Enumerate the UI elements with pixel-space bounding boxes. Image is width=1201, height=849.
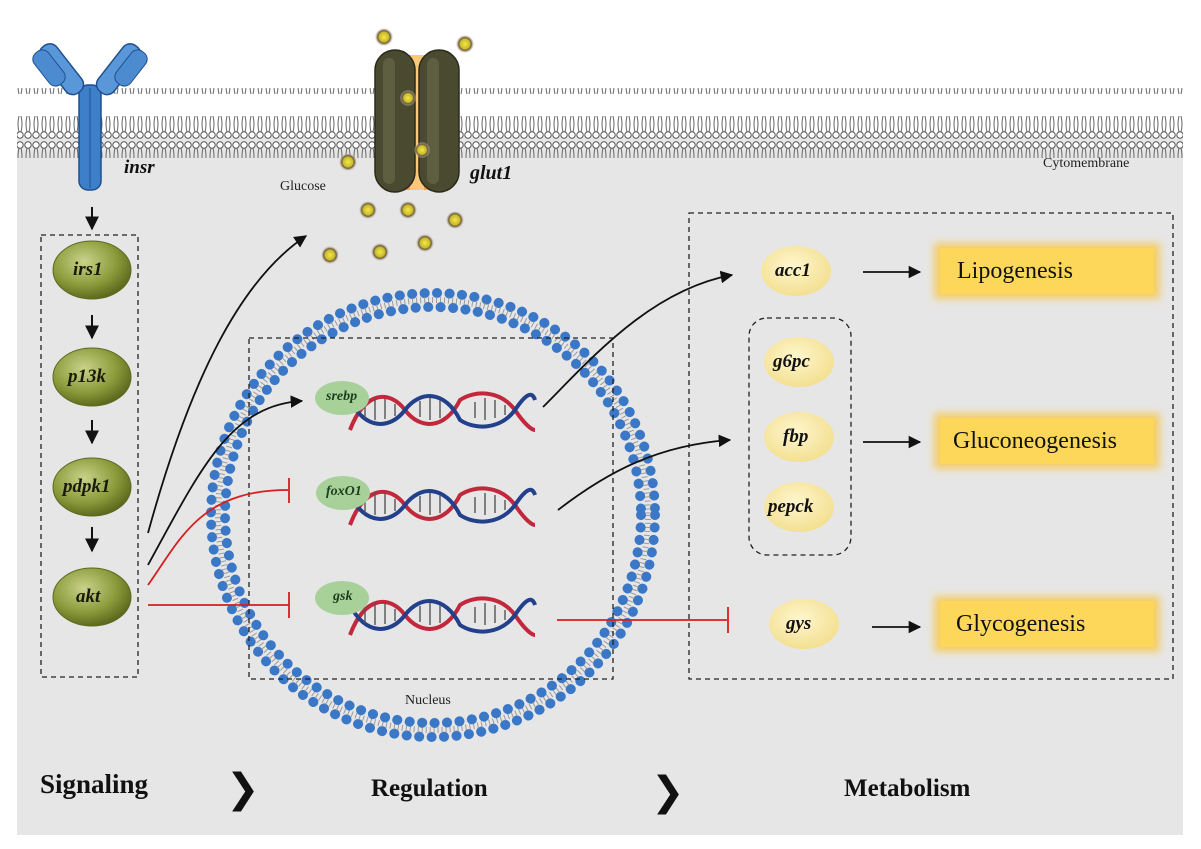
gene-pepck: pepck	[768, 496, 814, 517]
insr-receptor-icon	[32, 43, 148, 191]
process-lipogenesis: Lipogenesis	[957, 258, 1073, 284]
stage-metabolism: Metabolism	[844, 775, 971, 802]
gene-acc1: acc1	[775, 260, 811, 281]
metabolic-gene-ovals	[761, 246, 839, 649]
dna-helices	[348, 391, 537, 637]
dna-rungs	[364, 398, 506, 625]
process-boxes	[934, 243, 1160, 652]
glucose-label: Glucose	[280, 179, 326, 194]
gluconeogenesis-gene-box	[748, 317, 852, 556]
tf-gsk: gsk	[333, 589, 353, 604]
transcription-factor-ovals	[315, 381, 370, 615]
chevron-right-icon: ❯	[651, 769, 685, 815]
cytomembrane-label: Cytomembrane	[1043, 156, 1130, 171]
signaling-box	[40, 234, 139, 678]
stage-regulation: Regulation	[371, 775, 488, 802]
nucleus-label: Nucleus	[405, 693, 451, 708]
cytomembrane-bilayer	[17, 88, 1183, 158]
regulation-box	[248, 337, 614, 680]
gene-fbp: fbp	[783, 426, 809, 447]
process-gluconeogenesis: Gluconeogenesis	[953, 428, 1117, 454]
tf-srebp: srebp	[326, 389, 358, 404]
inhibition-arrows	[147, 478, 729, 633]
insr-label: insr	[124, 157, 155, 178]
signaling-nodes	[52, 240, 132, 627]
glut1-label: glut1	[470, 162, 513, 184]
glucose-molecules	[321, 28, 474, 264]
process-glycogenesis: Glycogenesis	[956, 611, 1086, 637]
chevron-right-icon: ❯	[226, 766, 260, 812]
node-p13k: p13k	[68, 366, 106, 387]
tf-foxo1: foxO1	[326, 484, 362, 499]
gene-gys: gys	[786, 613, 812, 634]
glut1-transporter-icon	[374, 49, 460, 193]
node-pdpk1: pdpk1	[63, 476, 111, 497]
activation-arrows	[147, 235, 922, 634]
node-irs1: irs1	[73, 259, 103, 280]
nucleus-envelope	[206, 288, 660, 742]
node-akt: akt	[76, 586, 101, 607]
gene-g6pc: g6pc	[773, 351, 810, 372]
stage-signaling: Signaling	[40, 769, 149, 799]
